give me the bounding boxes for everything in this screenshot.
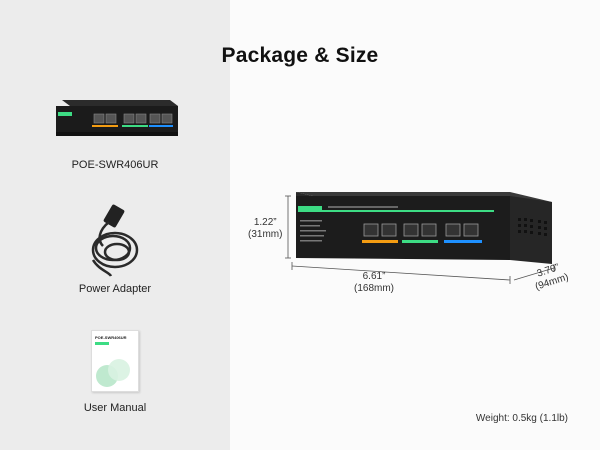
- dimension-length: 6.61” (168mm): [354, 271, 394, 295]
- dimension-height-inch: 1.22”: [253, 217, 277, 228]
- manual-cover-badge: [95, 342, 109, 345]
- switch-thumbnail: [56, 100, 178, 136]
- item-label-switch: POE-SWR406UR: [71, 159, 159, 171]
- dimension-height-mm: (31mm): [248, 229, 283, 240]
- manual-cover-title: POE-SWR406UR: [95, 335, 127, 340]
- switch-main-image: [285, 192, 555, 284]
- dimension-length-mm: (168mm): [354, 283, 395, 294]
- weight-label: Weight: 0.5kg (1.1lb): [475, 413, 568, 424]
- item-label-user-manual: User Manual: [83, 402, 147, 414]
- dimension-length-inch: 6.61”: [362, 271, 386, 282]
- item-label-power-adapter: Power Adapter: [78, 283, 152, 295]
- page-title: Package & Size: [221, 44, 379, 67]
- manual-cover-circle-2: [108, 359, 130, 381]
- user-manual-image: POE-SWR406UR: [91, 330, 139, 392]
- dimension-height: 1.22” (31mm): [248, 217, 282, 241]
- power-adapter-image: [91, 204, 139, 277]
